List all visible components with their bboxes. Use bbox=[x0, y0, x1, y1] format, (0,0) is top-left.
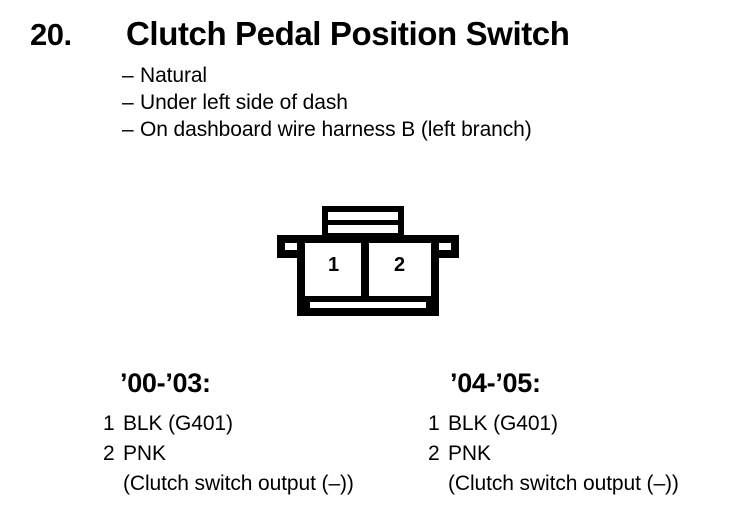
spec-list-item: – Under left side of dash bbox=[122, 91, 532, 118]
page-title: Clutch Pedal Position Switch bbox=[126, 15, 570, 52]
pin-row: 1 BLK (G401) bbox=[428, 412, 679, 442]
connector-diagram: 1 2 bbox=[272, 198, 464, 324]
pin-row: 2 PNK bbox=[428, 442, 679, 472]
pin-row: 1 BLK (G401) bbox=[103, 412, 354, 442]
pin-description: BLK (G401) bbox=[448, 412, 558, 435]
variant-heading: ’00-’03: bbox=[120, 368, 211, 398]
pin-row: 2 PNK bbox=[103, 442, 354, 472]
pin-index: 2 bbox=[428, 442, 440, 465]
dash-icon: – bbox=[122, 64, 134, 87]
dash-icon: – bbox=[122, 118, 134, 141]
dash-icon: – bbox=[122, 91, 134, 114]
spec-list-item-label: On dashboard wire harness B (left branch… bbox=[140, 118, 532, 141]
pin-list: 1 BLK (G401) 2 PNK (Clutch switch output… bbox=[428, 412, 679, 502]
spec-list-item: – Natural bbox=[122, 64, 532, 91]
variant-column-04-05: ’04-’05: 1 BLK (G401) 2 PNK (Clutch swit… bbox=[428, 368, 679, 502]
pin-note: (Clutch switch output (–)) bbox=[448, 472, 679, 495]
variant-heading: ’04-’05: bbox=[450, 368, 541, 398]
spec-list-item-label: Under left side of dash bbox=[140, 91, 348, 114]
pin-note: (Clutch switch output (–)) bbox=[123, 472, 354, 495]
item-number: 20. bbox=[30, 17, 72, 52]
pin-index: 2 bbox=[103, 442, 115, 465]
pin-index: 1 bbox=[103, 412, 115, 435]
connector-symbol-icon bbox=[277, 206, 459, 316]
variant-column-00-03: ’00-’03: 1 BLK (G401) 2 PNK (Clutch swit… bbox=[103, 368, 354, 502]
pin-description: PNK bbox=[123, 442, 166, 465]
pin-index: 1 bbox=[428, 412, 440, 435]
connector-pin-label-1: 1 bbox=[328, 254, 340, 276]
pin-list: 1 BLK (G401) 2 PNK (Clutch switch output… bbox=[103, 412, 354, 502]
spec-list: – Natural – Under left side of dash – On… bbox=[122, 64, 532, 145]
spec-list-item: – On dashboard wire harness B (left bran… bbox=[122, 118, 532, 145]
pin-description: BLK (G401) bbox=[123, 412, 233, 435]
connector-pin-label-2: 2 bbox=[394, 254, 406, 276]
spec-list-item-label: Natural bbox=[140, 64, 207, 87]
pin-description: PNK bbox=[448, 442, 491, 465]
